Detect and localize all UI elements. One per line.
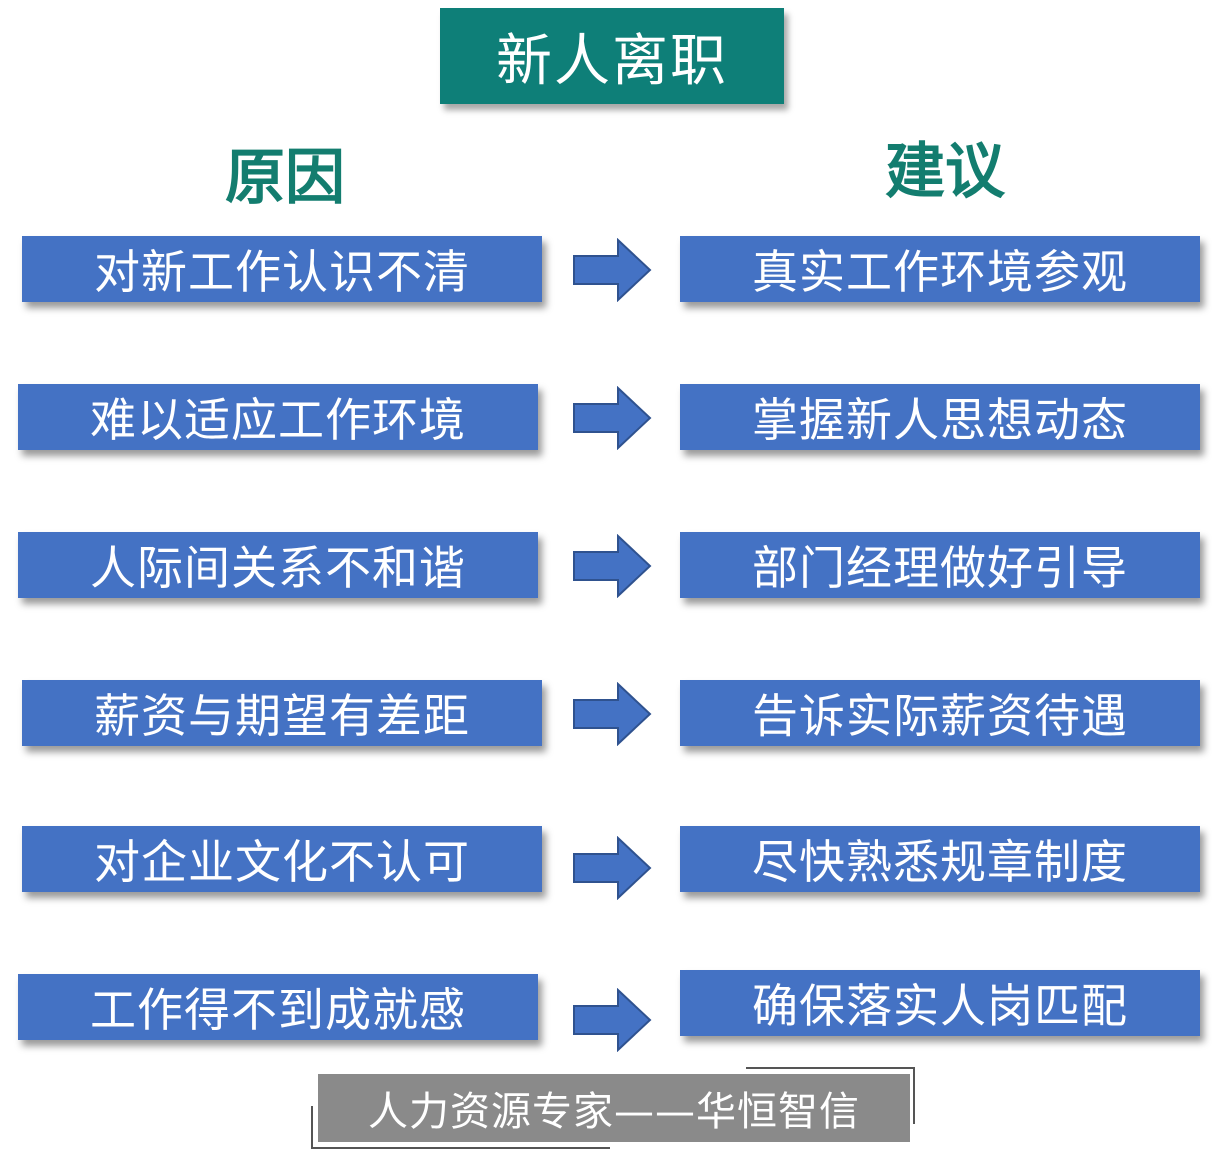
cause-box: 对新工作认识不清 (22, 236, 542, 302)
cause-box: 工作得不到成就感 (18, 974, 538, 1040)
row-2: 难以适应工作环境 掌握新人思想动态 (0, 384, 1212, 474)
arrow-right-icon (573, 386, 652, 450)
cause-box: 难以适应工作环境 (18, 384, 538, 450)
arrow-right-icon (573, 836, 652, 900)
cause-box: 人际间关系不和谐 (18, 532, 538, 598)
advice-box: 尽快熟悉规章制度 (680, 826, 1200, 892)
advice-box: 真实工作环境参观 (680, 236, 1200, 302)
row-1: 对新工作认识不清 真实工作环境参观 (0, 236, 1212, 326)
advice-heading: 建议 (885, 136, 1005, 207)
arrow-right-icon (573, 238, 652, 302)
advice-box: 确保落实人岗匹配 (680, 970, 1200, 1036)
advice-box: 掌握新人思想动态 (680, 384, 1200, 450)
cause-box: 对企业文化不认可 (22, 826, 542, 892)
footer-text: 人力资源专家——华恒智信 (368, 1089, 860, 1135)
advice-box: 部门经理做好引导 (680, 532, 1200, 598)
footer-banner: 人力资源专家——华恒智信 (318, 1074, 910, 1142)
arrow-right-icon (573, 682, 652, 746)
row-4: 薪资与期望有差距 告诉实际薪资待遇 (0, 680, 1212, 770)
row-5: 对企业文化不认可 尽快熟悉规章制度 (0, 826, 1212, 916)
arrow-right-icon (573, 988, 652, 1052)
row-6: 工作得不到成就感 确保落实人岗匹配 (0, 970, 1212, 1064)
cause-heading: 原因 (225, 142, 345, 213)
title-banner: 新人离职 (440, 8, 784, 104)
cause-box: 薪资与期望有差距 (22, 680, 542, 746)
arrow-right-icon (573, 534, 652, 598)
page-title: 新人离职 (496, 28, 728, 94)
advice-box: 告诉实际薪资待遇 (680, 680, 1200, 746)
row-3: 人际间关系不和谐 部门经理做好引导 (0, 532, 1212, 622)
